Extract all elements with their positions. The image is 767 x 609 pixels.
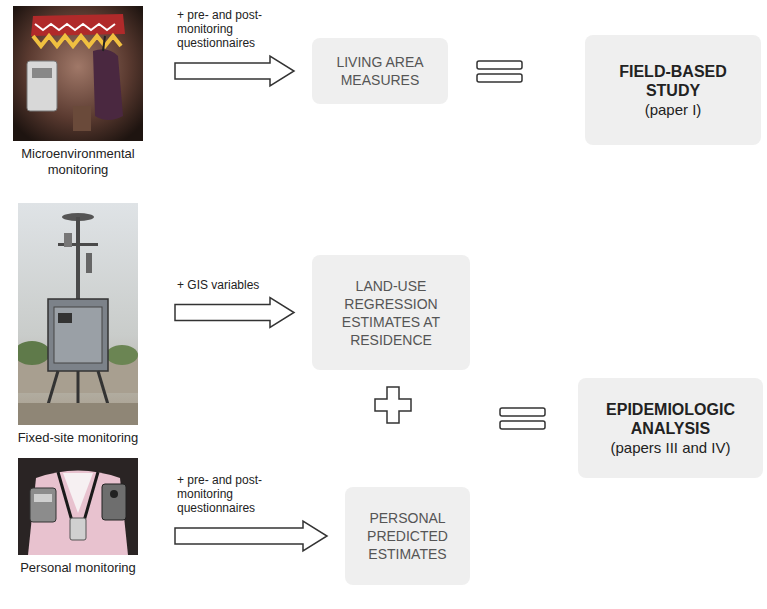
block-arrow bbox=[175, 521, 327, 551]
photo-frame bbox=[13, 6, 143, 141]
photo-illustration bbox=[13, 6, 143, 141]
process-box: PERSONAL PREDICTED ESTIMATES bbox=[345, 487, 470, 585]
edge-label: + pre- and post-monitoring questionnaire… bbox=[177, 473, 277, 515]
box-text: LAND-USE REGRESSION ESTIMATES AT RESIDEN… bbox=[322, 277, 460, 349]
block-arrow bbox=[175, 298, 294, 328]
process-box: LIVING AREA MEASURES bbox=[312, 38, 448, 104]
photo-frame bbox=[18, 458, 138, 555]
equals-symbol bbox=[477, 61, 522, 82]
photo-caption: Fixed-site monitoring bbox=[3, 430, 153, 446]
result-box: EPIDEMIOLOGIC ANALYSIS(papers III and IV… bbox=[578, 378, 763, 478]
photo-caption: Personal monitoring bbox=[3, 560, 153, 576]
result-box: FIELD-BASED STUDY(paper I) bbox=[585, 35, 761, 145]
box-heading: FIELD-BASED STUDY bbox=[595, 62, 751, 100]
box-heading: EPIDEMIOLOGIC ANALYSIS bbox=[588, 400, 753, 438]
box-subtitle: (papers III and IV) bbox=[610, 438, 730, 457]
edge-label: + GIS variables bbox=[177, 278, 259, 292]
process-box: LAND-USE REGRESSION ESTIMATES AT RESIDEN… bbox=[312, 255, 470, 370]
box-text: PERSONAL PREDICTED ESTIMATES bbox=[355, 509, 460, 563]
block-arrow bbox=[175, 56, 294, 86]
equals-symbol bbox=[500, 408, 545, 429]
box-text: LIVING AREA MEASURES bbox=[322, 53, 438, 89]
photo-node: Fixed-site monitoring bbox=[3, 203, 153, 446]
photo-illustration bbox=[18, 203, 138, 425]
photo-node: Personal monitoring bbox=[3, 458, 153, 576]
photo-illustration bbox=[18, 458, 138, 555]
plus-symbol bbox=[375, 387, 411, 423]
photo-caption: Microenvironmental monitoring bbox=[3, 146, 153, 178]
edge-label: + pre- and post-monitoring questionnaire… bbox=[177, 8, 277, 50]
photo-node: Microenvironmental monitoring bbox=[3, 6, 153, 178]
box-subtitle: (paper I) bbox=[645, 100, 702, 119]
photo-frame bbox=[18, 203, 138, 425]
